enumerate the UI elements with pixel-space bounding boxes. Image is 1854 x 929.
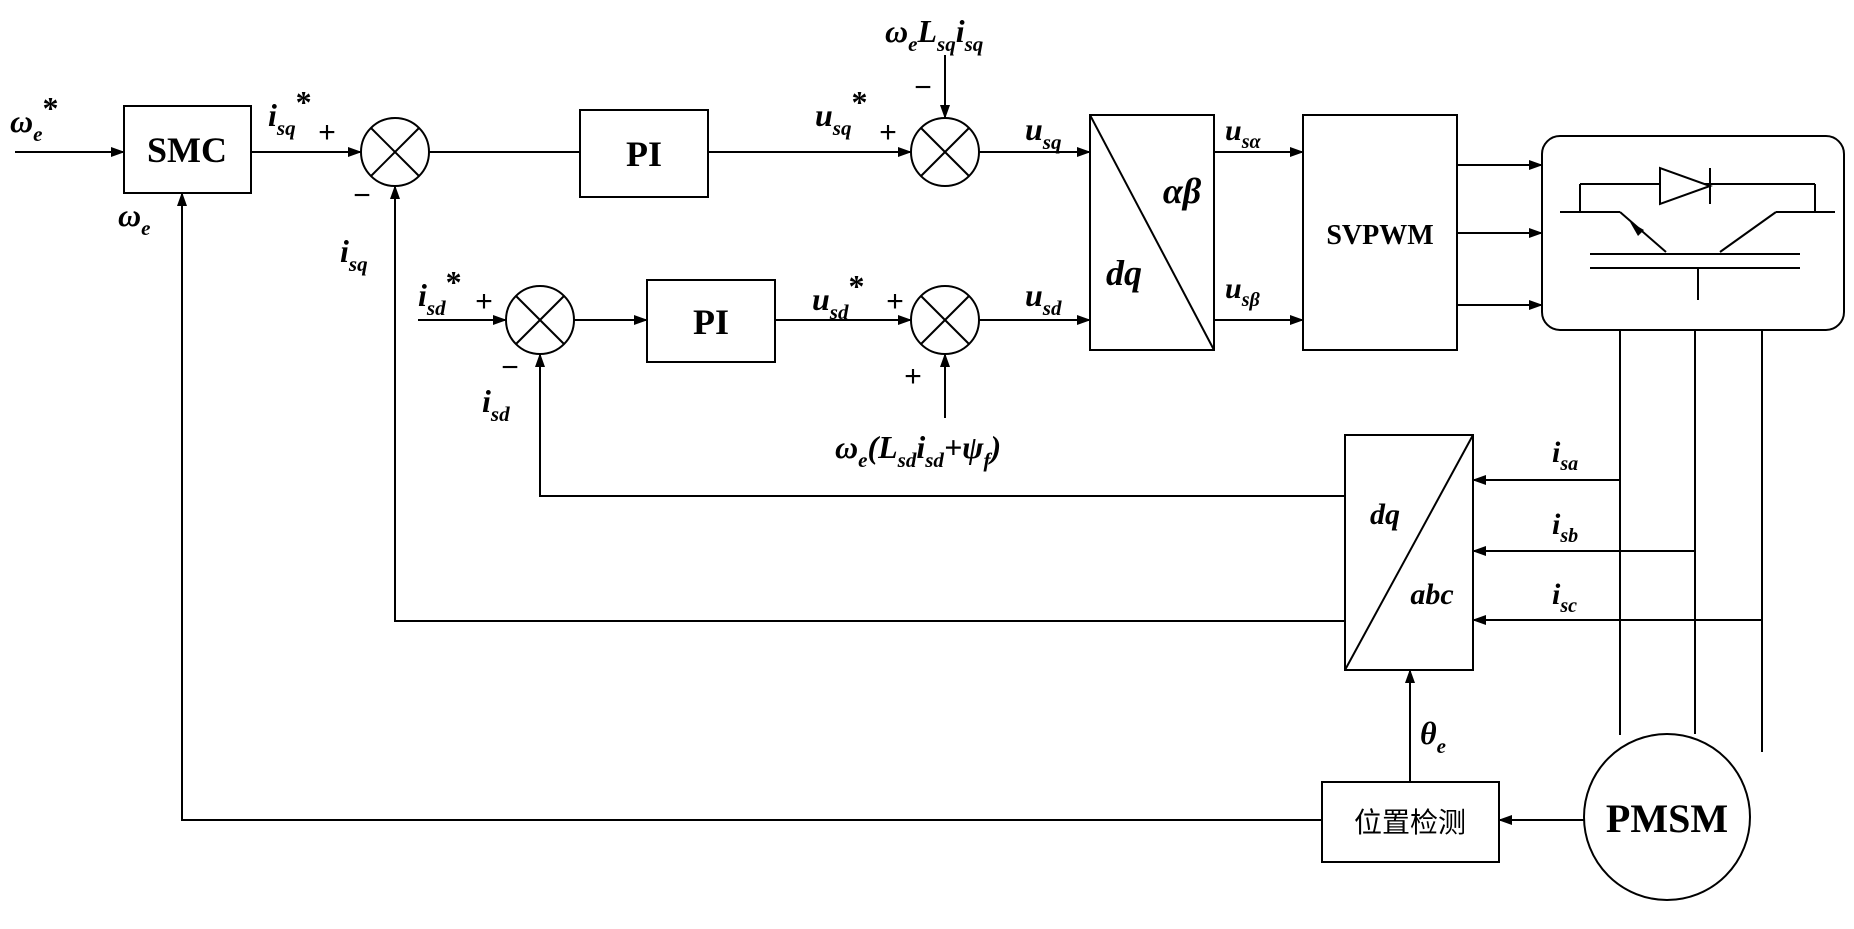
signal-labels: ωe* ωe isq* isq isd* isd usq* usd* usq usd usα usβ i… (10, 13, 1578, 758)
inverter-block (1541, 135, 1845, 331)
sum-junction-q-current (360, 117, 430, 187)
sign-plus-usd: + (886, 285, 904, 318)
sign-minus-isd: − (501, 351, 519, 384)
smc-block: SMC (123, 105, 252, 194)
park-top-label: dq (1370, 498, 1400, 531)
signal-label-usd: usd (1025, 277, 1062, 320)
signal-label-speed-ref: ωe* (10, 90, 58, 146)
sum-junction-d-current (505, 285, 575, 355)
transistor-arrow-icon (1630, 222, 1644, 236)
signal-label-usq-ref: usq* (815, 84, 867, 140)
inverter-symbol (1560, 166, 1835, 300)
smc-label: SMC (147, 130, 227, 170)
svpwm-label: SVPWM (1326, 220, 1433, 251)
sum-junction-d-voltage (910, 285, 980, 355)
signal-label-isd: isd (482, 383, 510, 426)
sign-plus-isd: + (475, 285, 493, 318)
pmsm-label: PMSM (1606, 796, 1728, 841)
inverse-park-block: αβ dq (1089, 114, 1215, 351)
signal-label-isq: isq (340, 233, 368, 276)
pi-d-label: PI (693, 302, 729, 342)
pi-q-block: PI (579, 109, 709, 198)
sign-plus-usq: + (879, 116, 897, 149)
sign-minus-ffq: − (914, 71, 932, 104)
diode-icon (1659, 166, 1713, 206)
sign-plus-ffd: + (904, 360, 922, 393)
junction-signs: + − + − + − + + (318, 71, 932, 393)
inverse-park-bottom-label: dq (1106, 253, 1142, 293)
signal-label-isq-ref: isq* (268, 84, 312, 140)
signal-label-usalpha: usα (1225, 114, 1261, 153)
position-detect-block: 位置检测 (1321, 781, 1500, 863)
svpwm-block: SVPWM (1302, 114, 1458, 351)
park-block: dq abc (1344, 434, 1474, 671)
sign-minus-isq: − (353, 179, 371, 212)
inverse-park-top-label: αβ (1163, 171, 1202, 211)
signal-label-isb: isb (1552, 508, 1578, 547)
sign-plus-isq: + (318, 116, 336, 149)
signal-label-feedforward-q: ωeLsqisq (885, 13, 983, 56)
signal-label-theta: θe (1420, 715, 1446, 758)
pi-q-label: PI (626, 134, 662, 174)
wire-isq-feedback (390, 185, 1345, 622)
park-bottom-label: abc (1410, 578, 1453, 611)
pmsm-motor: PMSM (1583, 733, 1751, 901)
signal-label-speed: ωe (118, 197, 150, 240)
signal-wires (15, 55, 1763, 825)
signal-label-usd-ref: usd* (812, 268, 864, 324)
signal-label-isd-ref: isd* (418, 264, 462, 320)
signal-label-usq: usq (1025, 111, 1061, 154)
signal-label-isa: isa (1552, 436, 1578, 475)
wire-isd-feedback (535, 353, 1345, 497)
sum-junction-q-voltage (910, 117, 980, 187)
pi-d-block: PI (646, 279, 776, 363)
signal-label-isc: isc (1552, 578, 1577, 617)
position-detect-label: 位置检测 (1354, 806, 1466, 839)
signal-label-usbeta: usβ (1225, 272, 1260, 311)
signal-label-feedforward-d: ωe(Lsdisd+ψf) (835, 429, 1001, 472)
wire-speed-feedback (177, 192, 1322, 821)
